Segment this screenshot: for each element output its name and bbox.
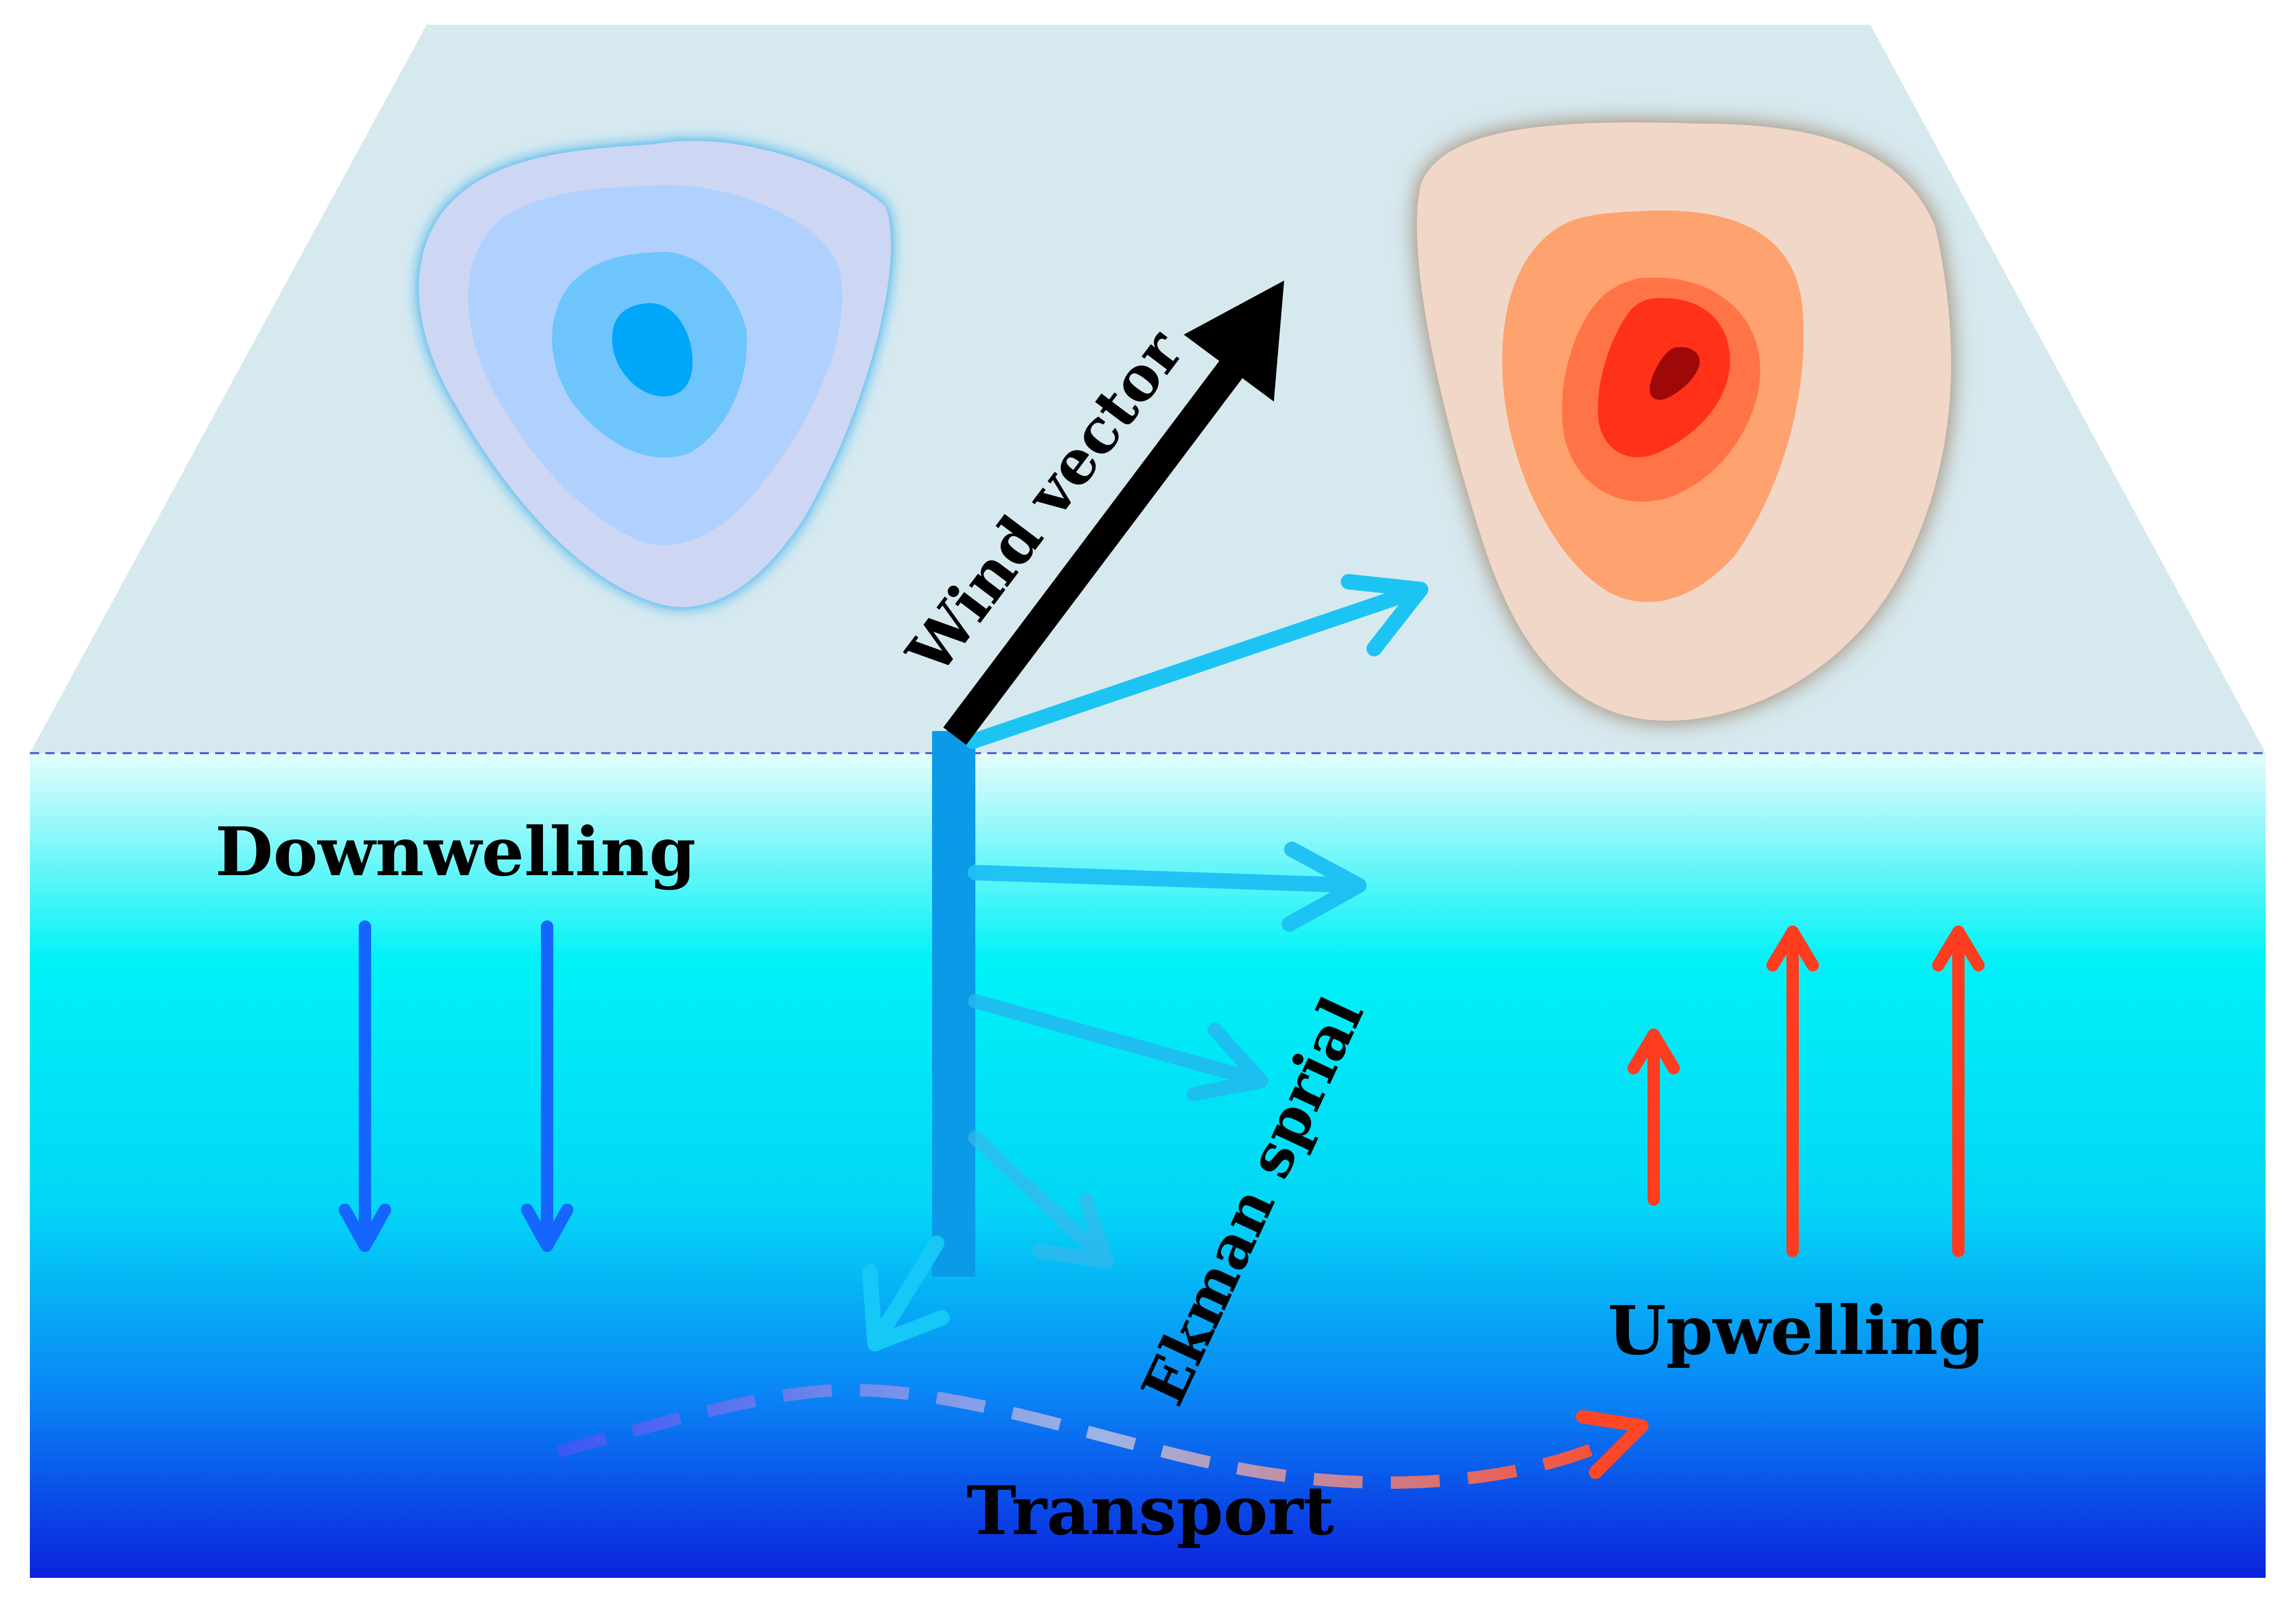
spiral-arrow-1: [968, 842, 1366, 932]
upwelling-arrow-3: [1932, 926, 1985, 1257]
ekman-spiral-arrows: [862, 574, 1428, 1351]
upwelling-arrows: [1627, 926, 1985, 1257]
spiral-arrow-2: [968, 994, 1268, 1101]
cold-eddy: [418, 141, 891, 607]
downwelling-arrow-2: [521, 920, 573, 1252]
spiral-arrow-4: [862, 1236, 950, 1351]
spiral-arrow-3: [968, 1131, 1114, 1268]
surface-current-arrow: [965, 574, 1428, 749]
downwelling-label: Downwelling: [215, 812, 696, 891]
transport-arrow: [556, 1384, 1649, 1489]
water-column: [30, 753, 2266, 1578]
upwelling-arrow-2: [1766, 926, 1819, 1257]
wind-vector-arrow: [943, 281, 1284, 745]
upwelling-label: Upwelling: [1608, 1291, 1985, 1370]
upwelling-arrow-1: [1627, 1029, 1680, 1206]
downwelling-arrow-1: [339, 920, 391, 1252]
downwelling-arrows: [339, 920, 573, 1252]
ekman-depth-column: [932, 731, 975, 1277]
transport-label: Transport: [967, 1471, 1334, 1550]
warm-eddy: [1416, 122, 1951, 721]
